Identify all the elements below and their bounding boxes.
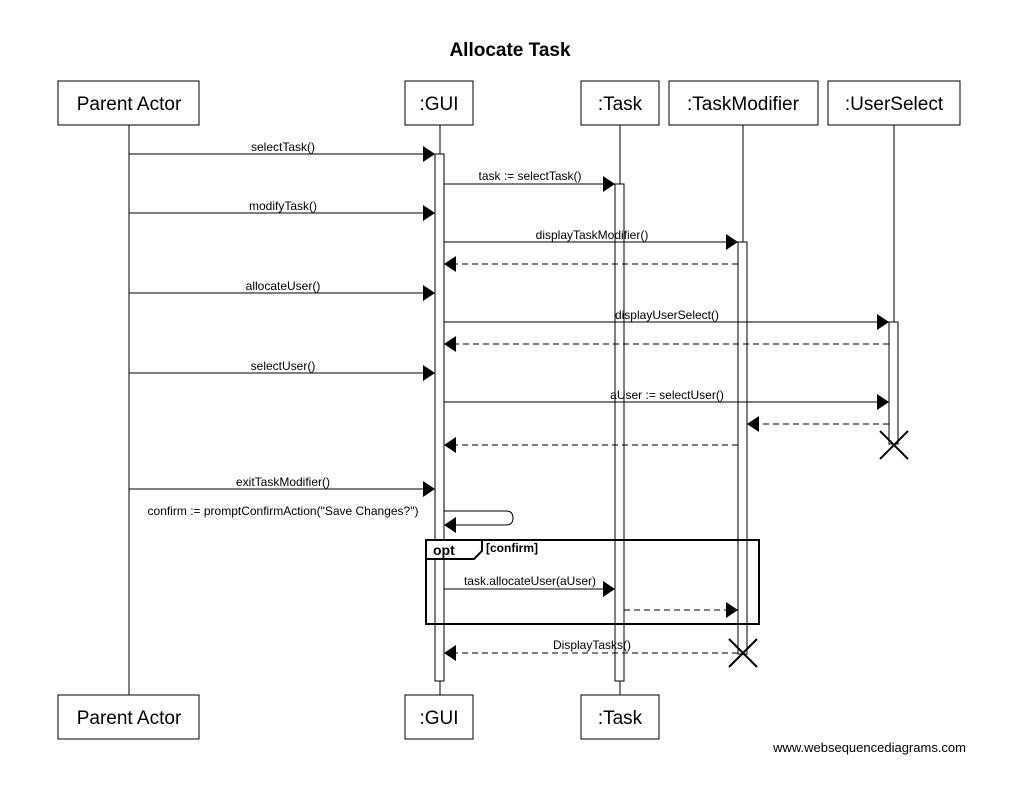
activation-bars (434, 153, 899, 682)
message-label-display-task-modifier: displayTaskModifier() (536, 228, 649, 242)
opt-fragment: opt [confirm] (425, 539, 760, 625)
opt-fragment-keyword: opt (433, 542, 455, 558)
messages (129, 146, 889, 661)
actor-box-gui (404, 80, 474, 126)
actor-label-taskmodifier: :TaskModifier (687, 94, 800, 115)
actor-box-userselect (827, 80, 961, 126)
opt-fragment-tab (425, 539, 483, 560)
bottom-actor-label-gui: :GUI (419, 708, 458, 729)
message-label-display-tasks: DisplayTasks() (553, 638, 631, 652)
opt-fragment-frame (425, 539, 760, 625)
message-label-allocate-user: allocateUser() (246, 279, 321, 293)
actor-label-userselect: :UserSelect (845, 94, 944, 115)
message-labels: selectTask() task := selectTask() modify… (148, 140, 724, 652)
bottom-actor-box-gui (404, 694, 474, 740)
actor-label-parent: Parent Actor (77, 94, 182, 115)
message-label-select-task: selectTask() (251, 140, 315, 154)
actor-label-gui: :GUI (419, 94, 458, 115)
destruction-marks (728, 430, 909, 668)
bottom-actor-label-task: :Task (598, 708, 643, 729)
bottom-actor-box-parent (57, 694, 200, 740)
message-label-auser-select-user: aUser := selectUser() (610, 388, 724, 402)
activation-task (614, 183, 625, 682)
actor-box-taskmodifier (668, 80, 819, 126)
self-message-arrow-prompt-confirm (444, 510, 514, 533)
top-actors: Parent Actor :GUI :Task :TaskModifier :U… (57, 80, 961, 126)
opt-fragment-guard: [confirm] (486, 541, 538, 555)
message-label-select-user: selectUser() (251, 359, 316, 373)
actor-box-task (580, 80, 660, 126)
actor-box-parent (57, 80, 200, 126)
message-label-task-select-task: task := selectTask() (478, 169, 581, 183)
message-label-task-allocate-user: task.allocateUser(aUser) (464, 574, 596, 588)
bottom-actor-label-parent: Parent Actor (77, 708, 182, 729)
diagram-title: Allocate Task (449, 40, 571, 61)
activation-gui (434, 153, 445, 682)
message-label-prompt-confirm: confirm := promptConfirmAction("Save Cha… (148, 504, 419, 518)
bottom-actor-box-task (580, 694, 660, 740)
actor-label-task: :Task (598, 94, 643, 115)
activation-userselect (888, 321, 899, 445)
bottom-actors: Parent Actor :GUI :Task (57, 694, 660, 740)
message-label-display-user-select: displayUserSelect() (615, 308, 719, 322)
activation-taskmodifier (737, 241, 748, 655)
lifelines (128, 125, 895, 695)
watermark-text: www.websequencediagrams.com (772, 740, 966, 755)
destroy-taskmodifier-mark (728, 638, 758, 668)
message-label-exit-task-modifier: exitTaskModifier() (236, 475, 330, 489)
message-label-modify-task: modifyTask() (249, 199, 317, 213)
destroy-userselect-mark (879, 430, 909, 460)
